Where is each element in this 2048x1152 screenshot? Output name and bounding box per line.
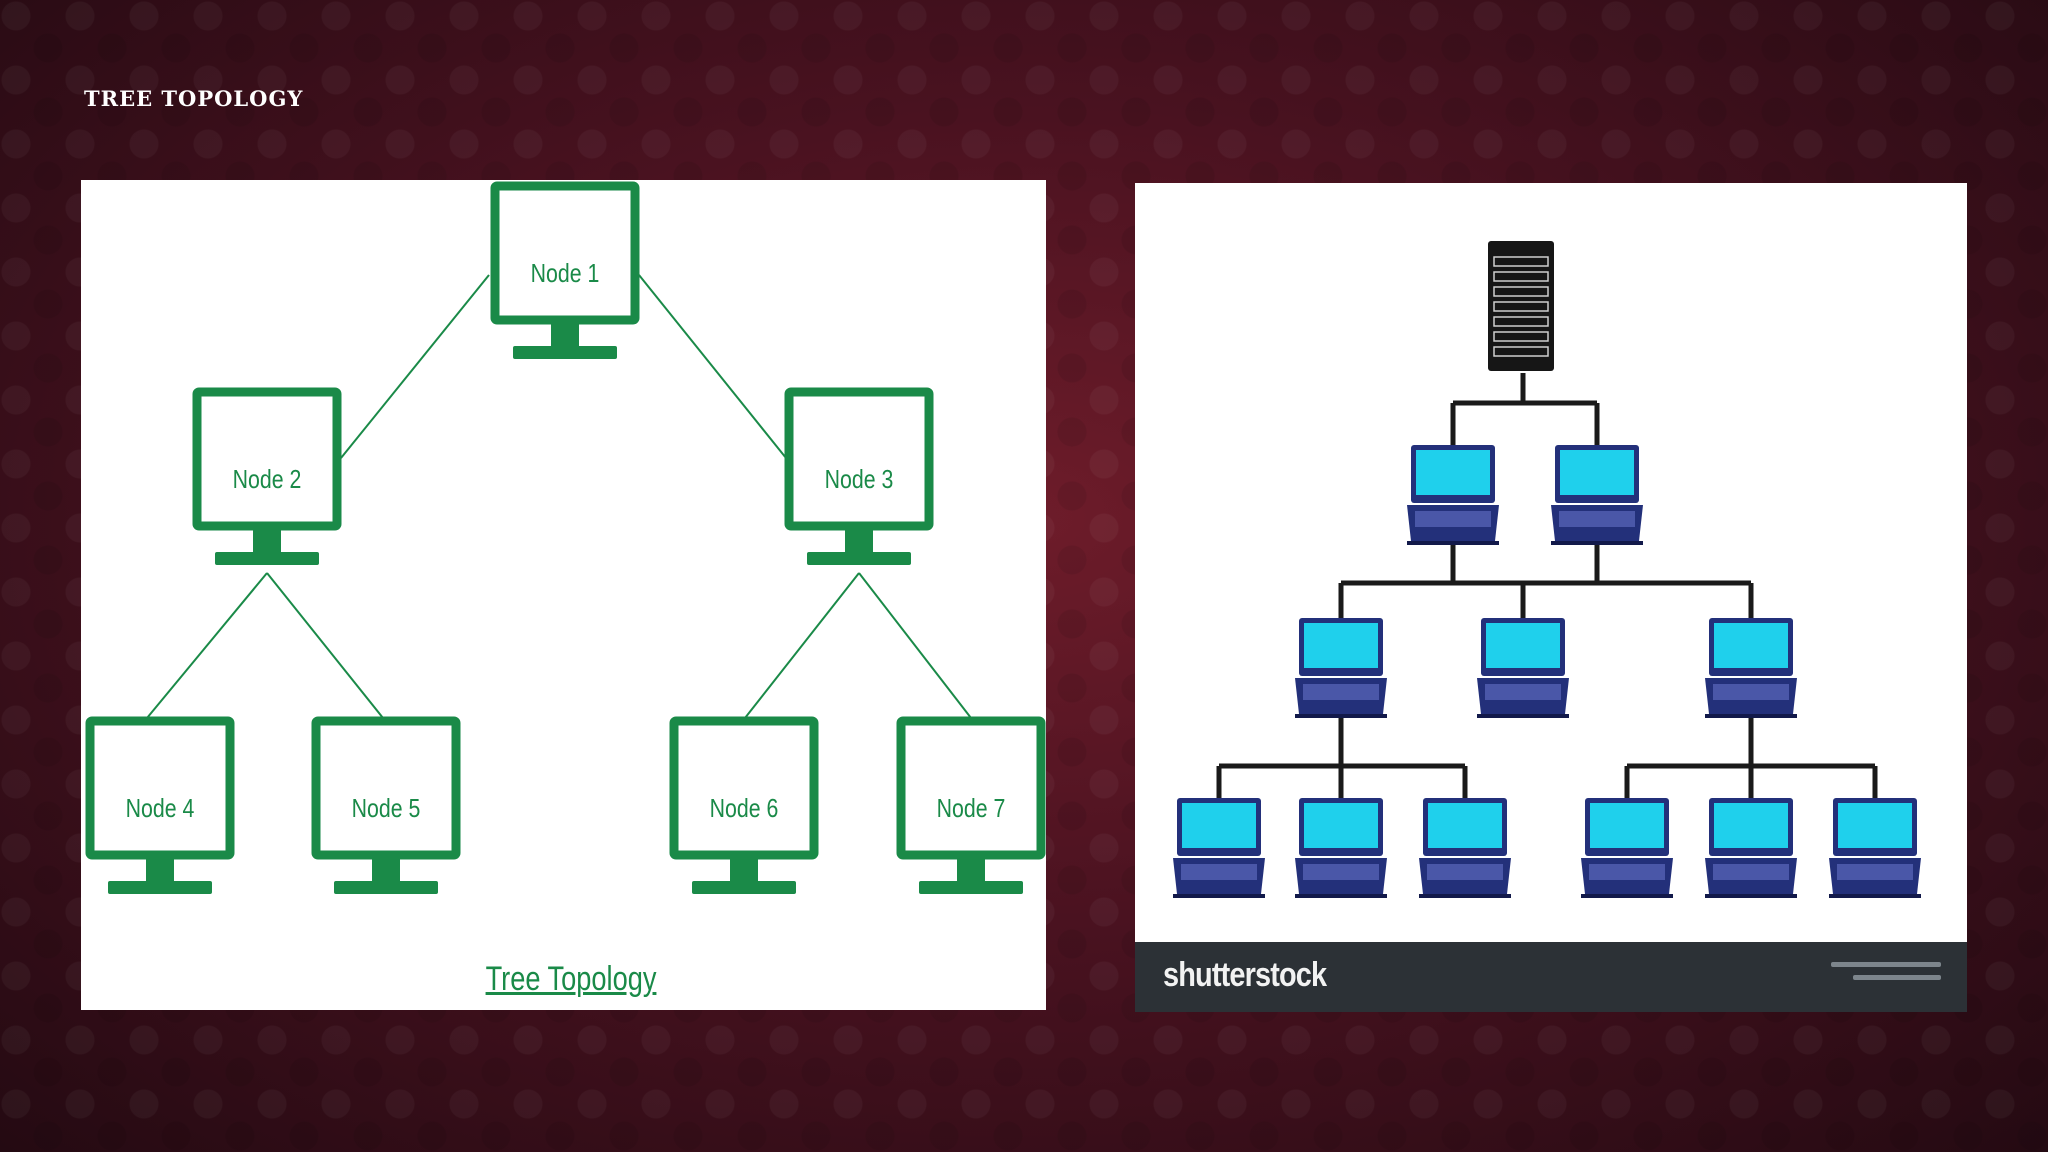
laptop-icon [1829, 798, 1921, 898]
laptop-icon [1419, 798, 1511, 898]
link-node3-node6 [744, 572, 860, 719]
link-node1-node3 [638, 274, 787, 459]
laptop-icon [1705, 798, 1797, 898]
network-hierarchy-image: shutterstock [1135, 183, 1967, 1012]
link-node2-node5 [266, 572, 384, 719]
node-3-label: Node 3 [824, 464, 894, 494]
link-node3-node7 [858, 572, 972, 719]
hierarchy-diagram [1173, 241, 1921, 898]
laptop-icon [1551, 445, 1643, 545]
link-node2-node4 [146, 572, 268, 719]
server-icon [1488, 241, 1554, 371]
node-5-label: Node 5 [351, 793, 421, 823]
link-node1-node2 [340, 274, 490, 459]
tree-connections [85, 181, 1046, 894]
node-7-label: Node 7 [936, 793, 1006, 823]
laptop-icon [1295, 618, 1387, 718]
diagram-caption: Tree Topology [485, 960, 657, 998]
node-5-monitor-icon [311, 716, 461, 894]
laptop-icon [1581, 798, 1673, 898]
laptop-icon [1705, 618, 1797, 718]
node-2-label: Node 2 [232, 464, 302, 494]
node-2-monitor-icon [192, 387, 342, 565]
laptop-icon [1477, 618, 1569, 718]
laptop-icon [1173, 798, 1265, 898]
tree-topology-diagram: Node 1 Node 2 Node 3 Node 4 Node 5 Node 6 Node… [81, 180, 1046, 1010]
node-4-label: Node 4 [125, 793, 195, 823]
node-4-monitor-icon [85, 716, 235, 894]
node-3-monitor-icon [784, 387, 934, 565]
node-6-label: Node 6 [709, 793, 779, 823]
shutterstock-logo: shutterstock [1163, 956, 1327, 994]
watermark-footer: shutterstock [1135, 942, 1967, 1012]
laptop-icon [1295, 798, 1387, 898]
node-1-monitor-icon [490, 181, 640, 359]
image-id-fine-print [1831, 962, 1941, 992]
node-7-monitor-icon [896, 716, 1046, 894]
node-6-monitor-icon [669, 716, 819, 894]
slide-title: TREE TOPOLOGY [84, 86, 304, 111]
node-1-label: Node 1 [530, 258, 600, 288]
laptop-icon [1407, 445, 1499, 545]
